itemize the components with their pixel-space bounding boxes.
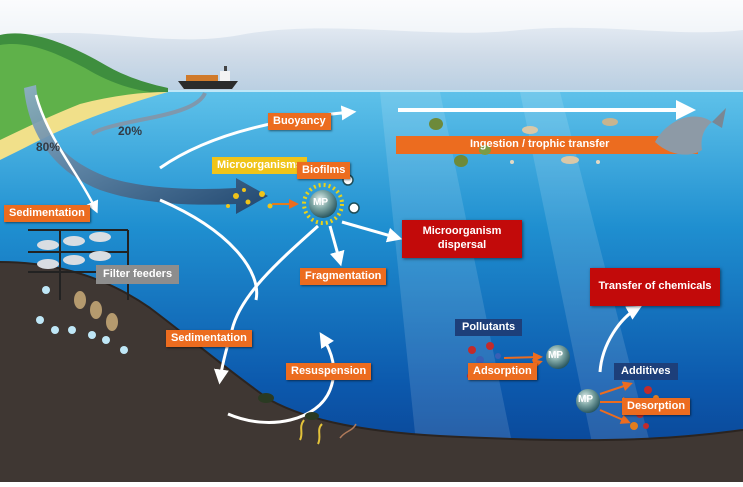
mp-adsorption-text: MP [548,350,563,361]
microorganisms-label: Microorganisms [212,157,307,174]
buoyancy-label: Buoyancy [268,113,331,130]
fish [655,108,726,155]
seafloor [0,262,743,482]
sink-curve-arrow [159,198,259,301]
microorganism-dispersal-label: Microorganism dispersal [402,220,522,258]
desorption-label: Desorption [622,398,691,415]
plankton [429,118,618,167]
surface-flow-percentage: 20% [118,124,143,138]
sediment-particles [36,286,128,354]
dispersal-arrow [341,220,403,243]
coast-to-sediment-arrow [34,94,99,214]
coastal-flow-percentage: 80% [36,140,61,154]
seafloor-edge [0,261,743,442]
adsorption-label: Adsorption [468,363,537,380]
ship [178,66,238,89]
adsorption-arrow-1 [503,352,543,363]
fragmentation-label: Fragmentation [300,268,387,285]
resuspension-label: Resuspension [286,363,372,380]
ingestion-bar [396,136,698,154]
resuspension-arrow [227,332,336,424]
fragmentation-arrow [328,225,345,267]
filter-feeder-rack [28,229,129,331]
sedimentation-arrow [213,224,320,385]
chemical-transfer-arrow [598,305,642,373]
filter-feeders-label: Filter feeders [96,265,180,284]
mp-biofilm-particle [302,174,360,225]
desorption-arrow-1 [599,381,633,395]
sedimentation-label-left: Sedimentation [4,205,90,222]
mp-adsorption-particle [546,345,570,369]
mp-biofilm-text: MP [313,197,328,208]
additives-label: Additives [614,363,678,380]
transfer-of-chemicals-label: Transfer of chemicals [590,268,720,306]
benthic-fauna [258,393,357,445]
microorganisms-cluster [226,188,299,209]
pollutants-label: Pollutants [455,319,523,336]
sedimentation-label-mid: Sedimentation [166,330,252,347]
mp-desorption-particle [576,389,600,413]
mp-desorption-text: MP [578,394,593,405]
ship-input-arrow [90,92,207,136]
biofilms-label: Biofilms [297,162,351,179]
ingestion-label: Ingestion / trophic transfer [470,138,610,150]
coastal-input-arrow [24,85,268,214]
desorption-arrow-3 [599,409,631,424]
clouds [0,0,743,40]
